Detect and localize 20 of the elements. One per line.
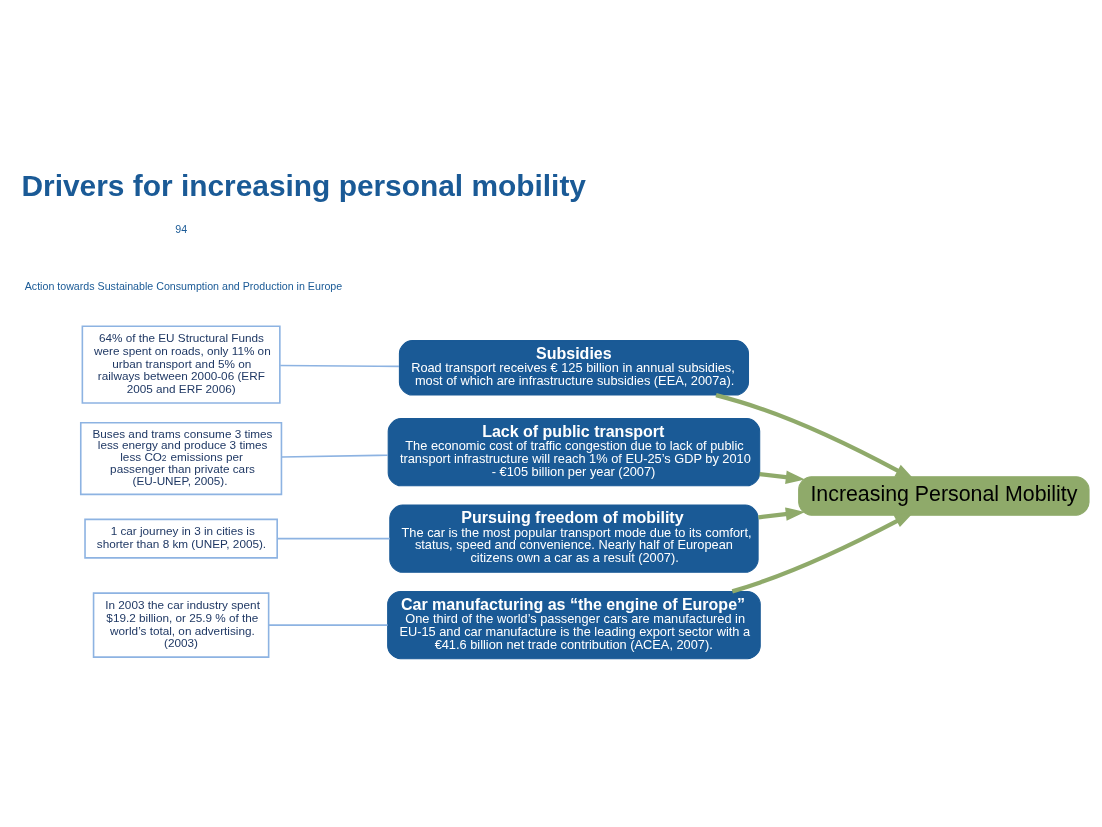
connector [276, 537, 391, 539]
arrow [758, 506, 805, 521]
label: 94 [175, 222, 188, 235]
node-box: Buses and trams consume 3 times less energy and produce 3 times less CO2 emissions per passenger than private cars (EU-UNEP, 2005). [79, 421, 283, 495]
connector [268, 623, 389, 626]
label: Action towards Sustainable Consumption and Production in Europe [24, 279, 343, 292]
node-box: 64% of the EU Structural Funds were spent on roads, only 11% on urban transport and 5% on railways between 2000-06 (ERF 2005 and ERF 2006) [81, 324, 281, 404]
node-box: Increasing Personal Mobility [798, 475, 1090, 516]
node-box: Pursuing freedom of mobility The car is the most popular transport mode due to its comfort, status, speed and convenience. Nearly half of European citizens own a car as a result (2007). [389, 503, 759, 573]
diagram-title: Drivers for increasing personal mobility [21, 168, 586, 202]
node-box: Car manufacturing as “the engine of Europe” One third of the world’s passenger cars are manufactured in EU-15 and car manufacture is the leading export sector with a €41.6 billion net trade contribution (ACEA, 2007). [387, 590, 761, 659]
node-box: 1 car journey in 3 in cities is shorter than 8 km (UNEP, 2005). [84, 518, 278, 559]
connector [279, 364, 400, 367]
arrow [731, 511, 914, 593]
node-box: In 2003 the car industry spent $19.2 billion, or 25.9 % of the world’s total, on advertising. (2003) [92, 591, 270, 658]
arrow [715, 392, 915, 480]
arrow [759, 470, 806, 484]
node-box: Lack of public transport The economic cost of traffic congestion due to lack of public transport infrastructure will reach 1% of EU-25’s GDP by 2010 - €105 billion per year (2007) [387, 417, 761, 486]
connector [280, 453, 389, 458]
node-box: Subsidies Road transport receives € 125 billion in annual subsidies, most of which are infrastructure subsidies (EEA, 2007a). [398, 339, 750, 396]
